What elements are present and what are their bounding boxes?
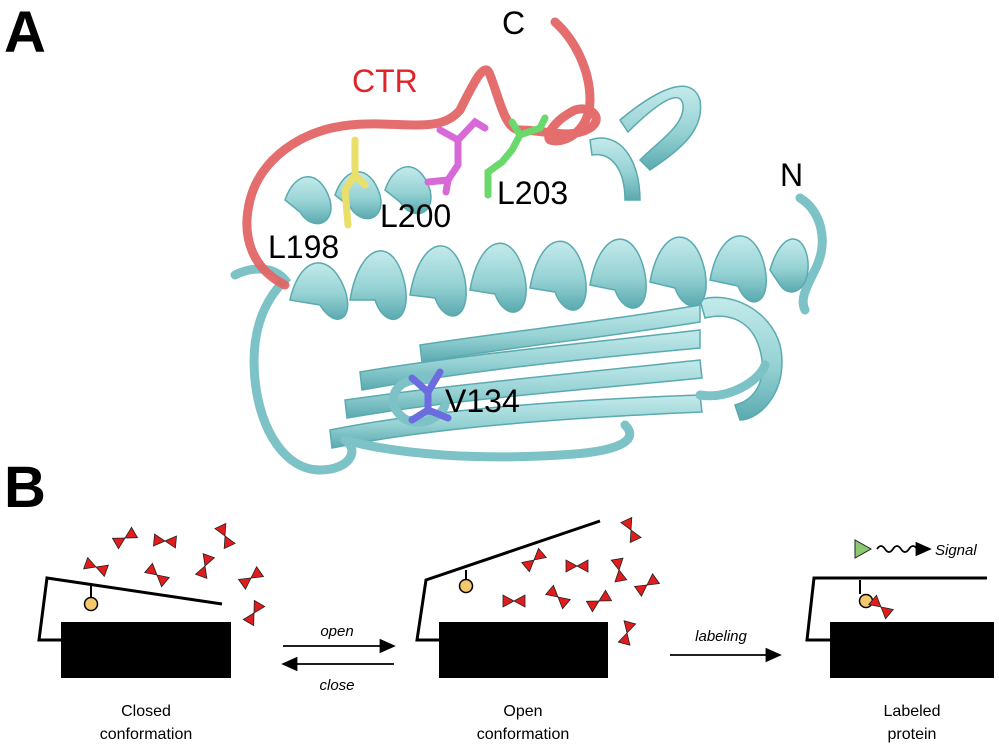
fluorescence-emitter-icon bbox=[854, 539, 873, 559]
labeled-protein-schematic: Signal bbox=[805, 539, 994, 678]
protein-body bbox=[439, 622, 608, 678]
cysteine-probe-icon bbox=[83, 596, 99, 612]
protein-lid bbox=[37, 576, 223, 642]
ctr-label: CTR bbox=[352, 63, 418, 99]
protein-lid bbox=[415, 519, 601, 642]
closed-caption-line2: conformation bbox=[100, 726, 193, 743]
protein-structure bbox=[230, 17, 827, 475]
protein-body bbox=[61, 622, 231, 678]
beta-sheet bbox=[329, 85, 783, 449]
residue-label-l198: L198 bbox=[268, 229, 339, 265]
labeling-arrow-label: labeling bbox=[695, 628, 747, 645]
coil-loops bbox=[230, 193, 827, 475]
labeled-caption-line1: Labeled bbox=[884, 703, 941, 720]
labeling-arrow-group: labeling bbox=[670, 628, 782, 663]
labeled-caption-line2: protein bbox=[888, 726, 937, 743]
captions: Closed conformation Open conformation La… bbox=[100, 703, 941, 743]
residue-l200-sticks bbox=[424, 117, 489, 196]
open-caption-line1: Open bbox=[503, 703, 542, 720]
protein-lid bbox=[805, 576, 987, 642]
label-molecules-closed bbox=[83, 523, 266, 626]
protein-body bbox=[830, 622, 994, 678]
residue-label-l200: L200 bbox=[380, 198, 451, 234]
signal-label: Signal bbox=[935, 542, 977, 559]
ctr-loop bbox=[242, 17, 601, 290]
residue-l203-sticks bbox=[484, 114, 549, 199]
residue-l198-sticks bbox=[341, 136, 369, 229]
signal-wave-icon bbox=[876, 541, 932, 557]
open-caption-line2: conformation bbox=[477, 726, 570, 743]
open-close-arrows: open close bbox=[281, 623, 396, 694]
panel-a-letter: A bbox=[4, 0, 46, 65]
short-helix bbox=[284, 166, 432, 225]
residue-label-l203: L203 bbox=[497, 175, 568, 211]
open-conformation-schematic bbox=[415, 517, 660, 678]
residue-label-v134: V134 bbox=[445, 383, 520, 419]
n-terminus-label: N bbox=[780, 157, 803, 193]
panel-b-letter: B bbox=[4, 455, 46, 520]
closed-caption-line1: Closed bbox=[121, 703, 171, 720]
c-terminus-label: C bbox=[502, 5, 525, 41]
cysteine-probe-icon bbox=[858, 593, 874, 609]
open-arrow-label: open bbox=[320, 623, 353, 640]
alpha-helix bbox=[289, 235, 809, 320]
residue-v134-sticks bbox=[408, 368, 452, 424]
closed-conformation-schematic bbox=[37, 523, 266, 678]
cysteine-probe-icon bbox=[458, 578, 474, 594]
close-arrow-label: close bbox=[319, 677, 354, 694]
